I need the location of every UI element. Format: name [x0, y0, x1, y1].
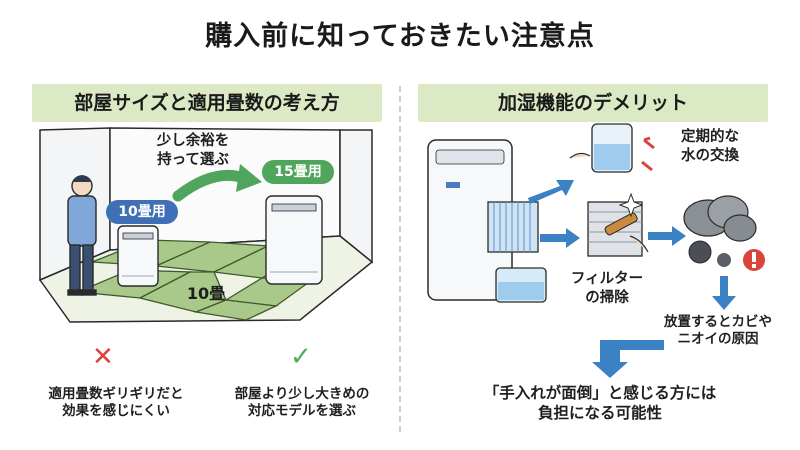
cross-icon: ✕ — [92, 342, 114, 372]
left-quote: 少し余裕を 持って選ぶ — [156, 133, 230, 168]
filter-cleaning — [587, 192, 649, 257]
humidifier-demerit-heading: 加湿機能のデメリット — [418, 84, 768, 122]
large-humidifier — [265, 195, 323, 285]
mold-caption: 放置するとカビや ニオイの原因 — [664, 314, 772, 348]
water-tank — [569, 123, 633, 173]
page-title: 購入前に知っておきたい注意点 — [205, 21, 595, 52]
bad-caption: 適用畳数ギリギリだと 効果を感じにくい — [48, 386, 184, 420]
small-humidifier — [117, 225, 159, 287]
floor-size-label: 10畳 — [186, 284, 226, 303]
mold-cloud — [683, 195, 765, 271]
badge-10-jo: 10畳用 — [106, 200, 178, 224]
conclusion-text: 「手入れが面倒」と感じる方には 負担になる可能性 — [483, 384, 717, 422]
section-divider — [399, 86, 401, 432]
swap-arrows — [641, 136, 655, 172]
humidifier-diagram — [427, 139, 547, 303]
filter-cleaning-quote: フィルター の掃除 — [570, 271, 644, 306]
badge-15-jo: 15畳用 — [262, 160, 334, 184]
good-caption: 部屋より少し大きめの 対応モデルを選ぶ — [234, 386, 370, 420]
flow-arrows — [528, 180, 736, 378]
check-icon: ✓ — [290, 342, 312, 372]
water-change-quote: 定期的な 水の交換 — [681, 129, 739, 164]
room-size-heading: 部屋サイズと適用畳数の考え方 — [32, 84, 382, 122]
person-figure — [67, 175, 97, 296]
